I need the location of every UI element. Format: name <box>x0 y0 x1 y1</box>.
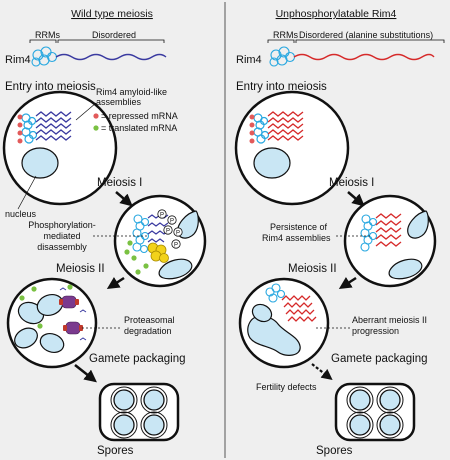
wt-rrms-bracket <box>29 39 57 43</box>
wt-gamete-label: Gamete packaging <box>89 353 186 365</box>
wt-phospho-marks: P P P P P <box>157 209 183 249</box>
phospho-label-2: mediated <box>43 231 80 241</box>
mut-m2-nucleus-small <box>251 303 273 323</box>
wt-meiosis2-label: Meiosis II <box>56 263 105 275</box>
mut-meiosis1-label: Meiosis I <box>329 177 374 189</box>
proteasome-label-2: degradation <box>124 326 172 336</box>
wt-assemblies-label-1: Rim4 amyloid-like <box>96 87 167 97</box>
wt-meiosis1-translated-mrna <box>124 240 149 275</box>
mut-protein-label: Rim4 <box>236 54 262 66</box>
wt-degraded-fragments <box>59 287 87 341</box>
wt-meiosis2-cell <box>6 277 98 369</box>
wt-arrow-to-meiosis1 <box>115 191 133 207</box>
mutant-panel: Unphosphorylatable Rim4 RRMs Disordered … <box>234 8 445 457</box>
wt-disordered-bracket <box>57 39 165 43</box>
mut-disordered-label: Disordered (alanine substitutions) <box>299 30 433 40</box>
mut-spores-label: Spores <box>316 445 353 457</box>
wt-m2-nucleus-4 <box>39 332 65 354</box>
mut-arrow-to-gamete <box>311 363 333 381</box>
wt-entry-label: Entry into meiosis <box>5 81 96 93</box>
mut-meiosis2-label: Meiosis II <box>288 263 337 275</box>
wt-protein-label: Rim4 <box>5 54 31 66</box>
nucleus-pointer <box>17 175 37 210</box>
translated-mrna-legend-label: = translated mRNA <box>101 123 177 133</box>
phospho-label-1: Phosphorylation- <box>28 220 96 230</box>
wt-title: Wild type meiosis <box>71 8 153 20</box>
mut-entry-repressed-mrna <box>249 114 255 144</box>
wt-disordered-tail <box>55 53 167 61</box>
mut-entry-fibrils <box>267 111 304 141</box>
proteasome-label-1: Proteasomal <box>124 315 175 325</box>
repressed-mrna-legend-dot <box>93 113 99 119</box>
phospho-label-3: disassembly <box>37 242 87 252</box>
wt-meiosis1-rrm-cluster <box>132 214 150 254</box>
wt-rrms-label: RRMs <box>35 30 60 40</box>
svg-text:P: P <box>170 219 174 225</box>
mut-entry-rrm-cluster <box>253 113 270 144</box>
wt-arrow-to-meiosis2 <box>106 276 125 290</box>
mut-title: Unphosphorylatable Rim4 <box>276 8 397 20</box>
persist-label-1: Persistence of <box>270 222 328 232</box>
mut-meiosis1-rrm-cluster <box>360 214 378 252</box>
wt-spores-ascus <box>98 382 180 442</box>
mut-rrm-domain <box>269 46 296 67</box>
wt-kinase <box>147 242 169 263</box>
wt-arrow-to-gamete <box>74 364 97 383</box>
repressed-mrna-legend-label: = repressed mRNA <box>101 111 178 121</box>
mut-meiosis1-nucleus-top <box>407 210 429 239</box>
wt-meiosis1-nucleus-top <box>177 210 199 239</box>
mut-disordered-bracket <box>295 39 445 43</box>
translated-mrna-legend-dot <box>93 125 99 131</box>
wt-proteasome-caps <box>59 299 83 331</box>
wt-rrm-domain <box>31 46 58 67</box>
mut-disordered-tail <box>293 53 435 61</box>
svg-text:P: P <box>176 231 180 237</box>
mut-meiosis1-fibrils <box>375 213 402 247</box>
wt-meiosis2-translated-mrna <box>19 284 73 329</box>
mut-gamete-label: Gamete packaging <box>331 353 428 365</box>
mut-rrms-bracket <box>267 39 295 43</box>
aberrant-label-2: progression <box>352 326 399 336</box>
wt-m2-nucleus-3 <box>14 327 38 349</box>
wild-type-panel: Wild type meiosis RRMs Disordered Rim4 E… <box>2 8 207 457</box>
wt-meiosis1-nucleus-bottom <box>158 258 193 280</box>
mut-m2-nucleus-elongated <box>247 315 301 356</box>
mut-meiosis1-nucleus-bottom <box>388 258 423 280</box>
wt-entry-nucleus <box>21 147 59 179</box>
svg-text:P: P <box>174 243 178 249</box>
persist-label-2: Rim4 assemblies <box>262 233 331 243</box>
svg-text:P: P <box>160 213 164 219</box>
wt-assemblies-pointer <box>75 102 97 121</box>
fertility-label: Fertility defects <box>256 382 317 392</box>
mut-entry-nucleus <box>253 147 291 179</box>
mut-meiosis2-rrm-cluster <box>265 283 286 303</box>
mut-spores <box>349 389 401 436</box>
wt-assemblies-label-2: assemblies <box>96 97 142 107</box>
wt-spores-label: Spores <box>97 445 134 457</box>
mut-meiosis2-fibrils <box>281 295 317 322</box>
wt-entry-rrm-cluster <box>21 113 38 144</box>
nucleus-label: nucleus <box>5 209 37 219</box>
aberrant-label-1: Aberrant meiosis II <box>352 315 427 325</box>
mut-spore-walls <box>346 386 404 439</box>
mut-rrms-label: RRMs <box>273 30 298 40</box>
mut-arrow-to-meiosis2 <box>338 276 357 290</box>
mut-spores-ascus <box>334 382 416 442</box>
svg-text:P: P <box>166 229 170 235</box>
mut-arrow-to-meiosis1 <box>347 191 365 207</box>
wt-entry-fibrils <box>35 111 72 141</box>
wt-meiosis1-label: Meiosis I <box>97 177 142 189</box>
wt-entry-repressed-mrna <box>17 114 23 144</box>
wt-spores <box>113 389 165 436</box>
wt-disordered-label: Disordered <box>92 30 136 40</box>
mut-entry-label: Entry into meiosis <box>236 81 327 93</box>
wt-proteasomes <box>61 295 81 335</box>
wt-spore-walls <box>110 386 168 439</box>
